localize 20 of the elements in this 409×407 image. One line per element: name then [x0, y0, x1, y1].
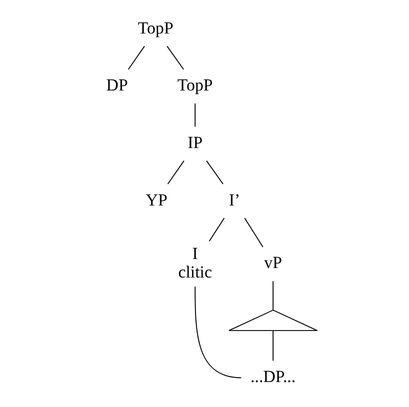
node-text: TopP [177, 76, 213, 95]
node-text: TopP [138, 18, 174, 38]
connector [272, 280, 274, 310]
node-text: I’ [228, 190, 240, 210]
node-text: IP [188, 132, 203, 152]
connector [206, 160, 224, 184]
node-text: ...DP... [250, 366, 296, 386]
node-text: YP [146, 190, 168, 210]
node-text: DP [106, 76, 128, 95]
node-text: vP [264, 253, 282, 272]
connector [194, 103, 196, 128]
node-text: I clitic [178, 244, 212, 282]
connector [208, 218, 225, 242]
connector [272, 330, 274, 362]
connector [167, 160, 184, 184]
connector [128, 46, 145, 70]
connector [194, 286, 242, 378]
connector [244, 218, 264, 248]
node-triangle [228, 310, 318, 332]
connector [166, 46, 184, 70]
